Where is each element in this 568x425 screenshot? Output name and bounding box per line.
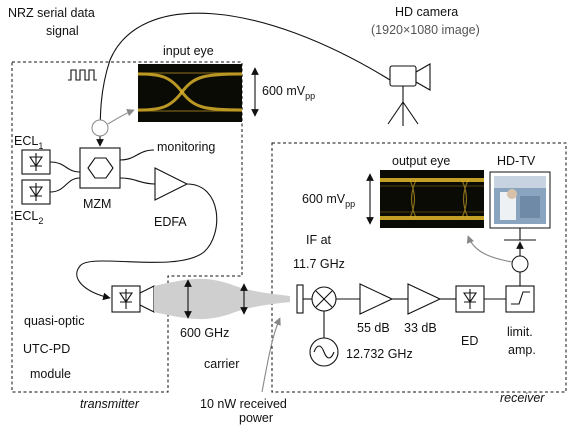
mzm-modulator: [79, 147, 121, 189]
hd-tv-label: HD-TV: [497, 154, 536, 168]
if-amplifier-1: [359, 283, 394, 315]
if-label-line2: 11.7 GHz: [293, 257, 345, 271]
thz-beam: [154, 278, 290, 320]
mixer-icon: [311, 286, 337, 312]
if-amplifier-2: [407, 283, 442, 315]
ecl1-label: ECL1: [14, 134, 43, 151]
input-eye-diagram: [137, 64, 243, 122]
utc-pd-label-line2: module: [30, 367, 71, 381]
receiver-label: receiver: [500, 391, 545, 405]
hd-camera-label: HD camera: [395, 5, 458, 19]
monitoring-label: monitoring: [157, 140, 215, 154]
received-power-line1: 10 nW received: [200, 397, 287, 411]
utc-pd-label-line1: UTC-PD: [23, 342, 70, 356]
transmitter-label: transmitter: [80, 397, 140, 411]
input-monitor-tap: [91, 119, 109, 137]
limiting-amplifier: [505, 285, 535, 313]
hd-camera-resolution: (1920×1080 image): [371, 23, 480, 37]
ecl1-laser: [21, 149, 51, 175]
monitoring-fiber: [119, 149, 155, 161]
quasi-optic-label: quasi-optic: [24, 314, 84, 328]
nrz-label-line2: signal: [46, 24, 79, 38]
input-monitor-arrow: [107, 109, 135, 125]
ecl2-laser: [21, 179, 51, 205]
nrz-label-line1: NRZ serial data: [8, 6, 95, 20]
output-monitor-tap: [511, 255, 529, 273]
hd-tv-monitor: [489, 171, 551, 241]
nrz-signal-cable: [96, 12, 391, 147]
local-oscillator-icon: [309, 337, 339, 367]
mzm-to-edfa-fiber: [119, 177, 156, 185]
carrier-frequency: 600 GHz: [180, 326, 229, 340]
output-eye-amplitude: 600 mVpp: [302, 192, 355, 209]
lo-frequency: 12.732 GHz: [346, 347, 413, 361]
amp2-gain: 33 dB: [404, 321, 437, 335]
video-camera-icon: [387, 63, 431, 126]
edfa-amplifier: [154, 167, 189, 201]
output-eye-diagram: [380, 170, 484, 228]
input-eye-label: input eye: [163, 44, 214, 58]
receiver-boundary: [271, 142, 567, 393]
output-eye-label: output eye: [392, 154, 450, 168]
ed-label: ED: [461, 334, 478, 348]
limiter-label-line2: amp.: [508, 343, 536, 357]
mzm-label: MZM: [83, 197, 111, 211]
amp1-gain: 55 dB: [357, 321, 390, 335]
receiver-horn-antenna: [296, 284, 304, 314]
received-power-line2: power: [239, 411, 273, 425]
output-monitor-arrow: [466, 235, 513, 263]
edfa-to-utcpd-fiber: [76, 183, 218, 301]
carrier-label: carrier: [204, 357, 239, 371]
utc-pd-horn-antenna: [139, 285, 155, 313]
limiter-label-line1: limit.: [507, 325, 533, 339]
envelope-detector: [455, 285, 485, 313]
square-wave-icon: [68, 69, 97, 81]
if-label-line1: IF at: [306, 233, 332, 247]
ecl1-fiber: [49, 161, 81, 173]
ecl2-label: ECL2: [14, 209, 43, 226]
utc-pd-photodiode: [111, 285, 141, 313]
received-power-arrow: [261, 317, 281, 393]
transmitter-boundary: [11, 61, 243, 393]
input-eye-amplitude: 600 mVpp: [262, 84, 315, 101]
edfa-label: EDFA: [154, 215, 187, 229]
ecl2-fiber: [49, 177, 81, 193]
